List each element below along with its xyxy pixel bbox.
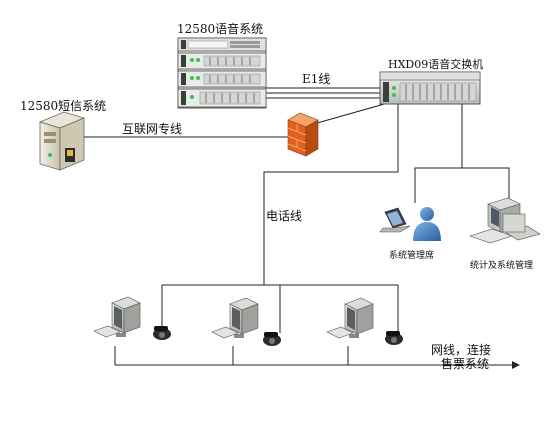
phone-line-label: 电话线 (266, 209, 303, 223)
client-station-2 (211, 297, 281, 346)
workstation-icon (469, 197, 541, 244)
server-rack-icon (177, 37, 267, 109)
internet-line-label: 互联网专线 (122, 122, 183, 136)
voice-system-label: 12580语音系统 (177, 22, 264, 36)
arrow-head-icon (512, 361, 520, 369)
mgmt-line-right (462, 167, 510, 203)
voice-switch (379, 71, 481, 105)
client-station-3 (326, 297, 403, 345)
monitor-icon (93, 296, 141, 338)
telephone-icon (153, 326, 171, 340)
client-station-1 (93, 296, 171, 340)
voice-system-rack (177, 37, 267, 109)
monitor-icon (211, 297, 259, 339)
sms-system-label: 12580短信系统 (20, 99, 107, 113)
firewall-icon (287, 112, 319, 157)
mgmt-line-left (414, 104, 463, 203)
stats-admin-label: 统计及系统管理 (470, 261, 534, 271)
phone-trunk-line (263, 104, 399, 285)
sms-server-icon (38, 111, 86, 171)
net-line-label-2: 售票系统 (441, 357, 490, 371)
e1-line-label: E1线 (302, 72, 331, 86)
telephone-icon (385, 331, 403, 345)
net-line-label-1: 网线，连接 (431, 343, 492, 357)
server-rack-icon (379, 71, 481, 105)
person-icon (413, 207, 441, 241)
firewall-switch-line (309, 102, 389, 126)
monitor-icon (326, 297, 374, 339)
telephone-icon (263, 332, 281, 346)
admin-seat-label: 系统管理席 (389, 251, 435, 261)
connection-lines (80, 87, 512, 366)
switch-label: HXD09语音交换机 (388, 58, 484, 71)
admin-seat (379, 207, 441, 241)
laptop-icon (379, 207, 411, 233)
